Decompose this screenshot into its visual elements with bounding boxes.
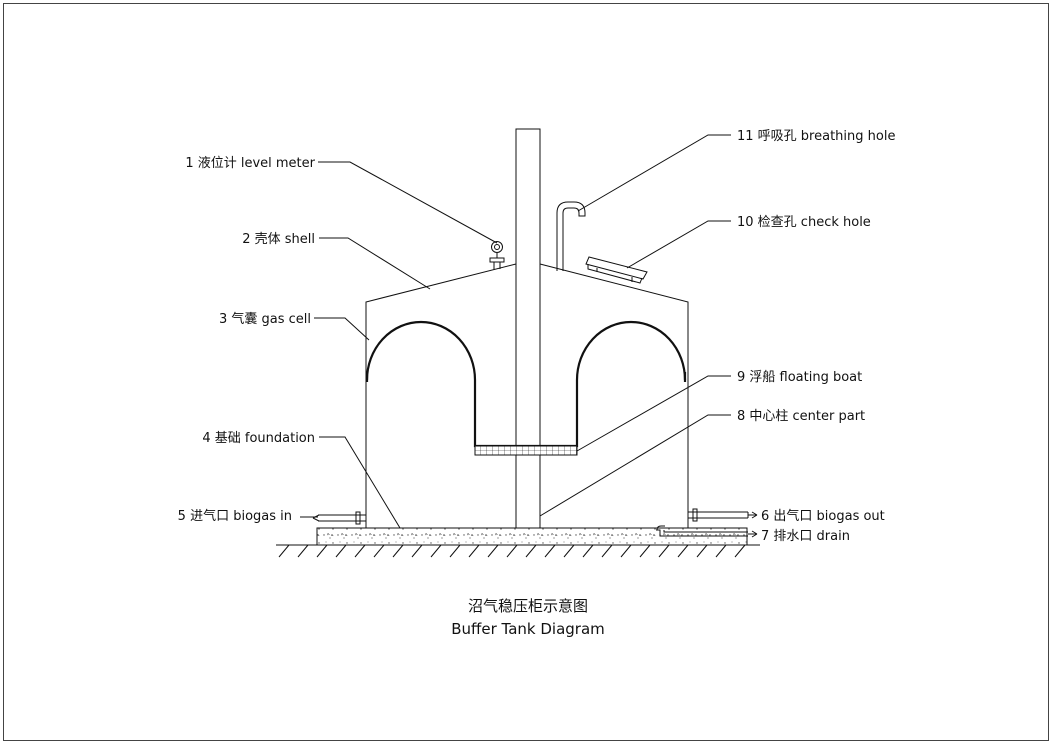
label-biogas-out: 6 出气口 biogas out	[761, 508, 885, 524]
label-check-hole: 10 检查孔 check hole	[737, 215, 871, 230]
tank-shell	[365, 263, 689, 528]
label-shell: 2 壳体 shell	[242, 232, 315, 247]
biogas-out-pipe	[688, 508, 749, 522]
center-column	[515, 128, 541, 529]
label-center-part: 8 中心柱 center part	[737, 409, 865, 424]
leader-lines	[300, 134, 758, 538]
check-hole-hatch	[585, 256, 648, 284]
biogas-in-pipe	[312, 511, 366, 525]
label-breathing-hole: 11 呼吸孔 breathing hole	[737, 129, 895, 144]
label-level-meter: 1 液位计 level meter	[185, 156, 315, 171]
label-foundation: 4 基础 foundation	[202, 431, 315, 446]
drain-pipe	[656, 525, 748, 537]
title-en: Buffer Tank Diagram	[451, 620, 605, 638]
breathing-hole-pipe	[556, 201, 586, 271]
drawing-frame	[3, 3, 1049, 741]
label-drain: 7 排水口 drain	[761, 529, 850, 544]
label-gas-cell: 3 气囊 gas cell	[219, 311, 311, 327]
ground	[276, 544, 760, 558]
title-cn: 沼气稳压柜示意图	[468, 597, 588, 615]
label-biogas-in: 5 进气口 biogas in	[178, 508, 292, 524]
floating-boat	[474, 445, 578, 456]
level-meter-icon	[489, 241, 505, 270]
label-floating-boat: 9 浮船 floating boat	[737, 370, 862, 385]
